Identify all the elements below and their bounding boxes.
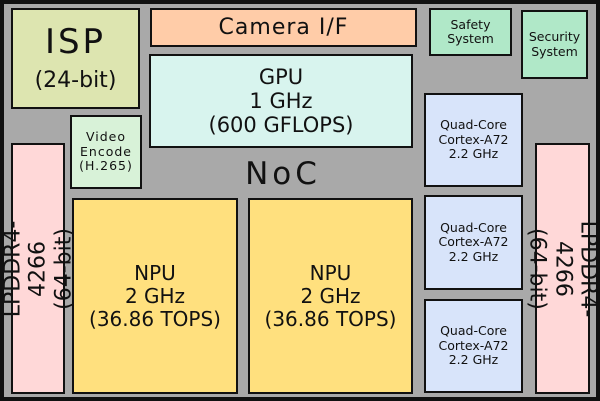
lpddr-right-block: LPDDR4-4266 (64-bit): [525, 143, 600, 394]
lpddr-right-label: LPDDR4-4266 (64-bit): [524, 220, 600, 317]
isp-block: ISP (24-bit): [11, 8, 140, 109]
npu-label: NPU 2 GHz (36.86 TOPS): [264, 260, 397, 331]
safety-system-block: Safety System: [429, 8, 512, 56]
noc-label: NoC: [245, 156, 321, 192]
cpu-label: Quad-Core Cortex-A72 2.2 GHz: [438, 323, 509, 368]
isp-title: ISP: [44, 22, 107, 63]
security-label: Security System: [528, 29, 581, 59]
security-system-block: Security System: [521, 10, 588, 79]
npu-block-2: NPU 2 GHz (36.86 TOPS): [248, 198, 413, 394]
cpu-block-3: Quad-Core Cortex-A72 2.2 GHz: [424, 299, 523, 393]
isp-subtitle: (24-bit): [34, 68, 117, 94]
camera-interface-block: Camera I/F: [150, 8, 417, 47]
safety-label: Safety System: [447, 16, 494, 46]
cpu-label: Quad-Core Cortex-A72 2.2 GHz: [438, 219, 509, 264]
npu-block-1: NPU 2 GHz (36.86 TOPS): [72, 198, 238, 394]
cpu-block-2: Quad-Core Cortex-A72 2.2 GHz: [424, 195, 523, 290]
gpu-block: GPU 1 GHz (600 GFLOPS): [149, 54, 413, 148]
cpu-block-1: Quad-Core Cortex-A72 2.2 GHz: [424, 93, 523, 187]
gpu-label: GPU 1 GHz (600 GFLOPS): [208, 64, 354, 138]
lpddr-left-label: LPDDR4-4266 (64-bit): [0, 220, 76, 317]
cpu-label: Quad-Core Cortex-A72 2.2 GHz: [438, 117, 509, 162]
npu-label: NPU 2 GHz (36.86 TOPS): [89, 260, 221, 331]
video-encode-block: Video Encode (H.265): [70, 115, 142, 189]
lpddr-left-block: LPDDR4-4266 (64-bit): [0, 143, 76, 394]
camera-label: Camera I/F: [218, 14, 349, 40]
video-encode-label: Video Encode (H.265): [79, 129, 133, 174]
